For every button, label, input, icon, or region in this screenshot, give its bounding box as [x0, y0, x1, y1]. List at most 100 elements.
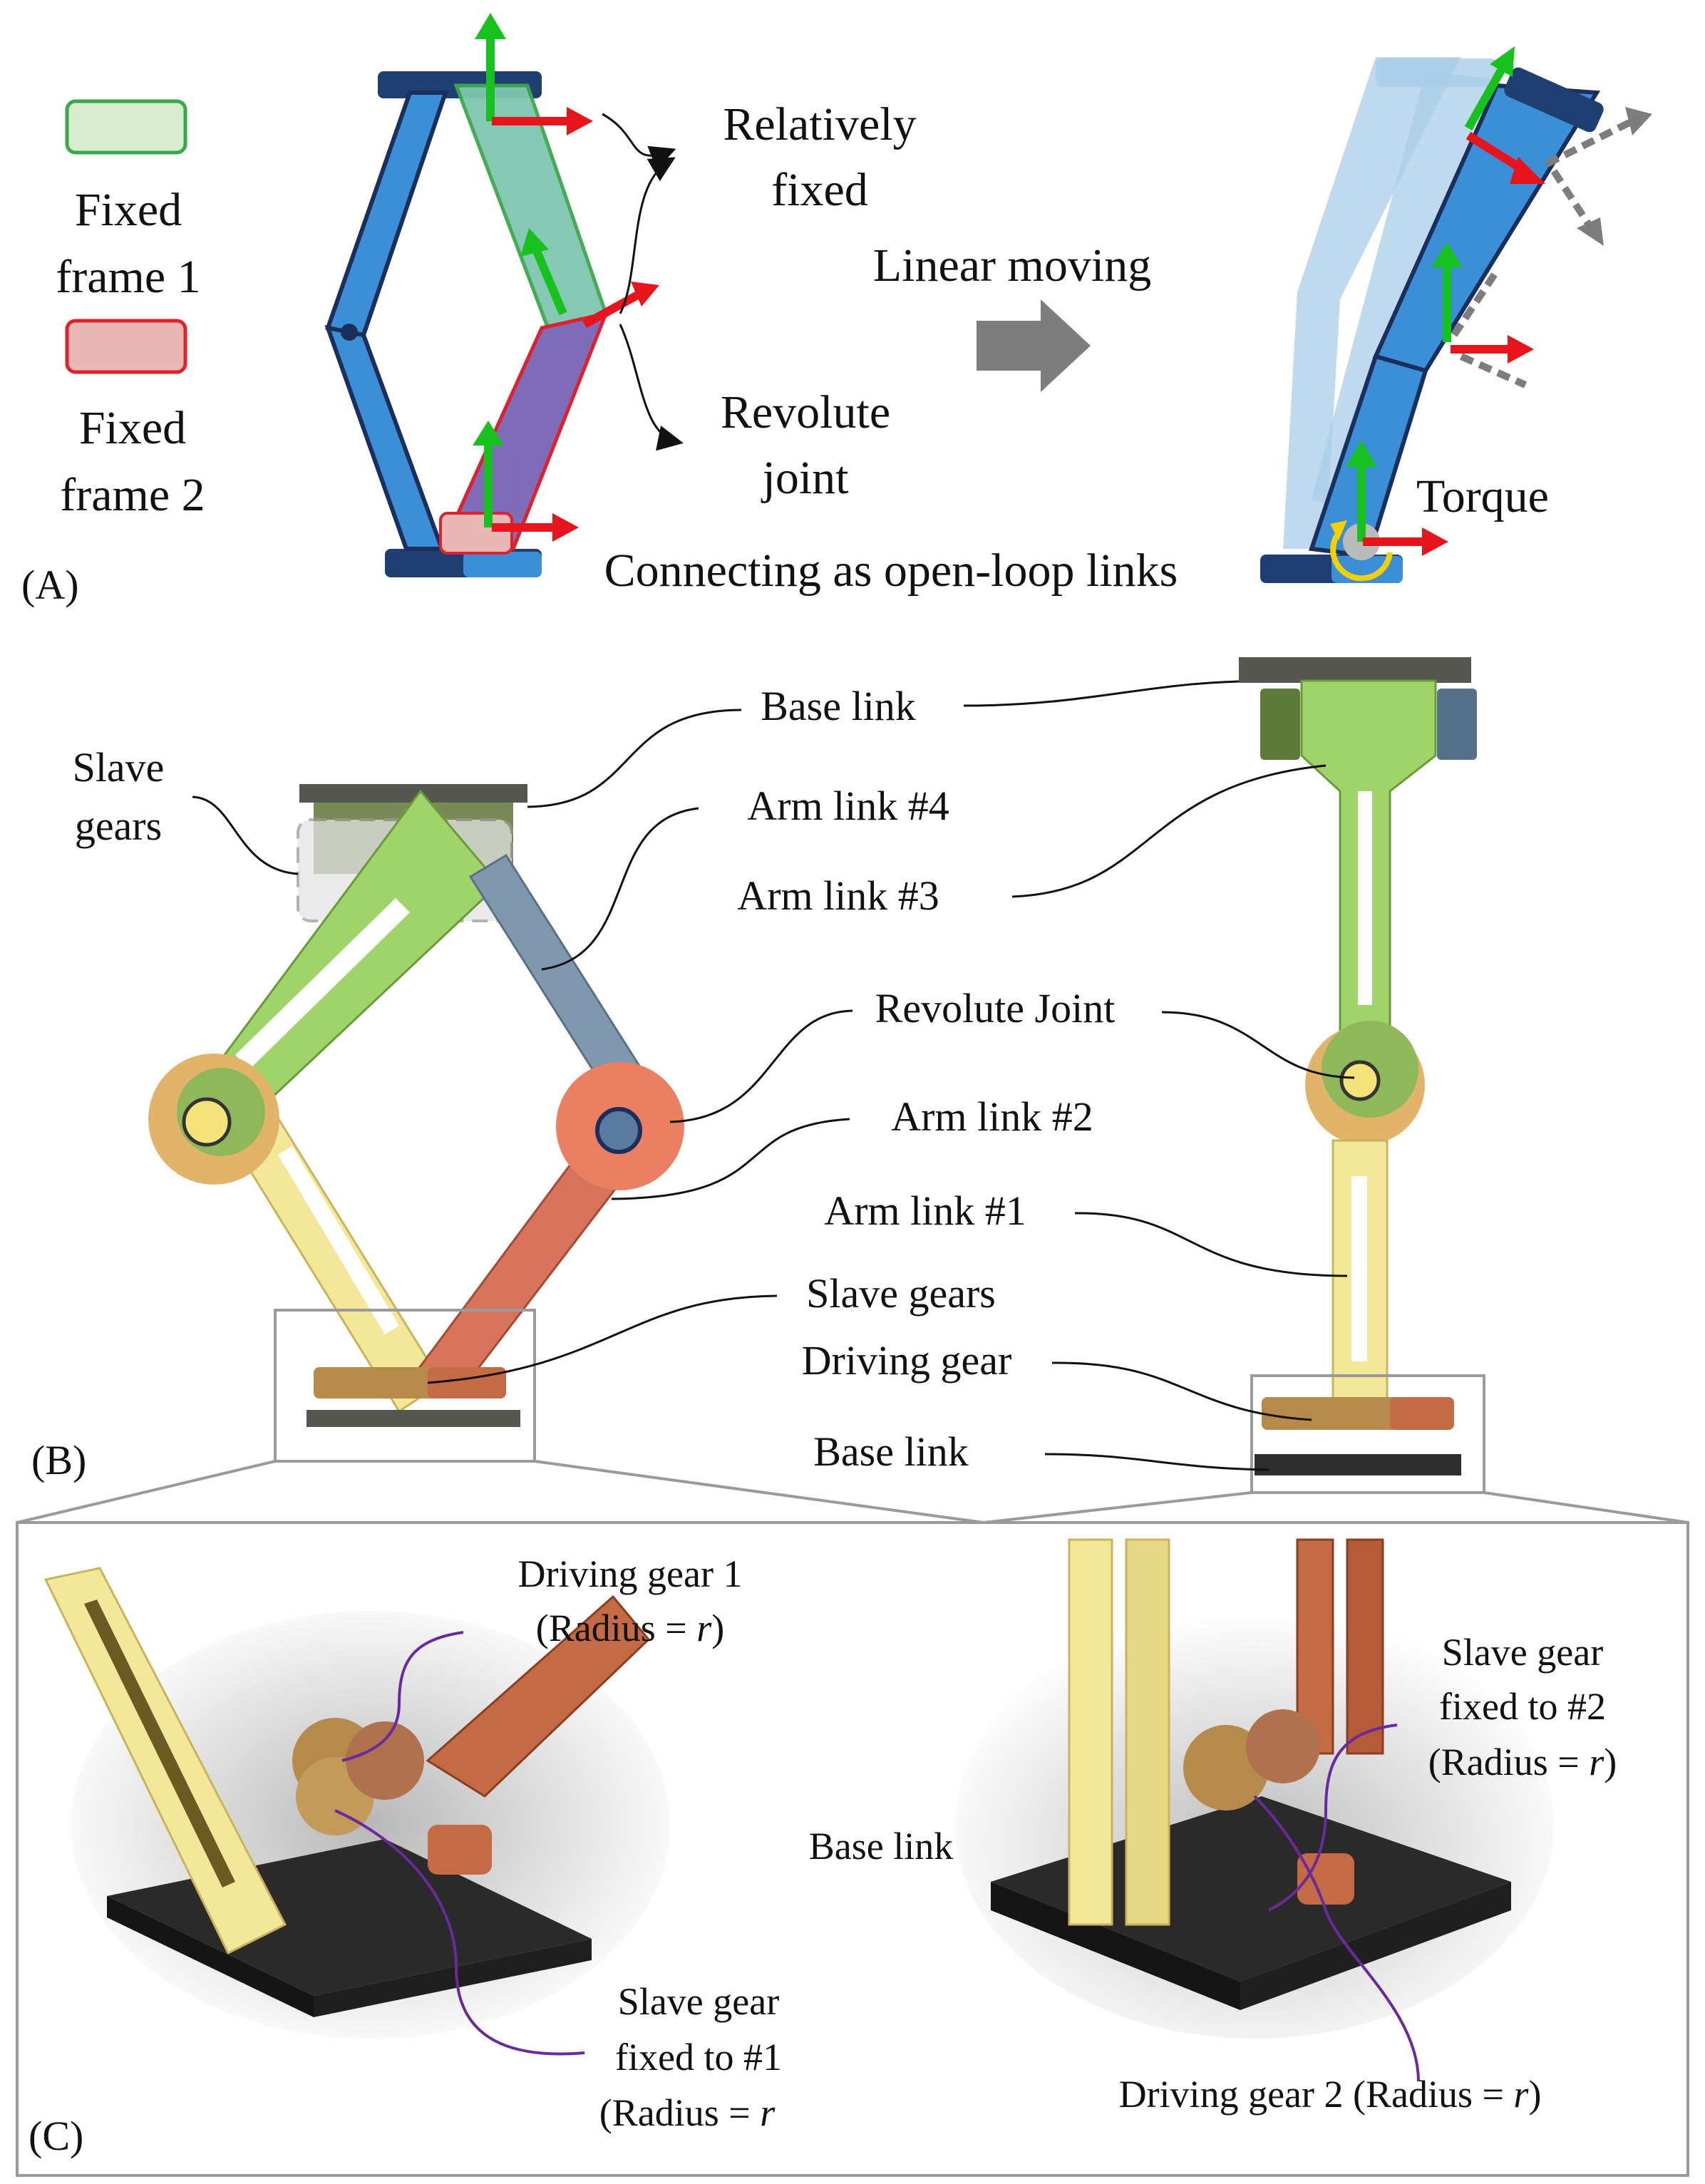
ext-arrowhead-gray-1	[1625, 107, 1652, 135]
leader-driving-gear-1	[341, 1631, 464, 1762]
scissor-mechanism-closed	[324, 13, 659, 577]
relatively-fixed-line1: Relatively	[723, 98, 916, 150]
panel-a: Fixed frame 1 Fixed frame 2 (A)	[21, 13, 1652, 608]
panel-c: Driving gear 1 (Radius = r) Slave gear f…	[16, 1521, 1689, 2177]
leader-base-link-bottom	[1044, 1453, 1269, 1471]
ext-arrowhead-green-mid	[1431, 242, 1463, 267]
frame-arrowhead-green-top	[475, 13, 506, 39]
label-driving-gear: Driving gear	[802, 1337, 1012, 1384]
leader-slave-gears-bottom	[427, 1294, 778, 1384]
left-joint	[341, 324, 358, 341]
legend-fixed-frame-1-line1: Fixed	[75, 184, 182, 236]
fixed-frame-2-link	[439, 311, 609, 551]
leader-base-link-top-left	[527, 709, 742, 808]
label-slave-gear-1-line2: fixed to #1	[615, 2036, 782, 2079]
left-joint-bearing	[182, 1097, 232, 1147]
zoom-box-right	[1250, 1374, 1485, 1494]
ext-arrowhead-green-top	[1490, 46, 1515, 77]
leader-driving-gear	[1051, 1361, 1312, 1421]
robot-diamond-config	[148, 784, 684, 1427]
label-arm-link-2: Arm link #2	[891, 1093, 1093, 1140]
frame-arrow-green-mid	[532, 247, 567, 316]
relatively-fixed-line2: fixed	[771, 164, 868, 216]
label-slave-gear-2-line3: (Radius = r)	[1428, 1741, 1617, 1783]
revolute-joint-line1: Revolute	[721, 386, 890, 438]
detail-right-red-link-b	[1346, 1538, 1384, 1755]
leader-relatively-fixed-top	[602, 113, 676, 170]
detail-left-red-link	[426, 1595, 651, 1798]
leader-arm-link-2	[611, 1118, 850, 1200]
leader-base-link-top-right	[963, 680, 1240, 707]
top-side-block-right	[1437, 689, 1477, 760]
bottom-base-plate-blue	[463, 552, 542, 577]
ext-arrowhead-red-bottom	[1422, 527, 1448, 556]
label-base-link-bottom: Base link	[813, 1428, 968, 1475]
revolute-joint-line2: joint	[761, 452, 848, 504]
detail-right-yellow-link-b	[1125, 1538, 1170, 1926]
detail-vertical-base	[955, 1538, 1554, 2039]
linear-moving-label: Linear moving	[873, 239, 1151, 292]
zoom-connector-2	[534, 1460, 984, 1524]
detail-left-yellow-slot	[84, 1600, 235, 1887]
label-slave-gear-1-line3: (Radius = r	[599, 2091, 776, 2134]
detail-right-base-plate	[991, 1796, 1511, 1982]
label-arm-link-4: Arm link #4	[747, 783, 949, 829]
leader-slave-gears-top	[192, 795, 299, 875]
detail-diamond-base	[43, 1567, 670, 2039]
ghost-link-right	[1312, 71, 1490, 513]
bottom-base-link-bar	[307, 1410, 520, 1427]
bottom-fixed-plate	[439, 512, 513, 555]
top-base-link-bar-vertical	[1239, 657, 1471, 683]
label-slave-gear-2-line1: Slave gear	[1442, 1631, 1603, 1674]
panel-b-tag: (B)	[31, 1437, 86, 1483]
legend-fixed-frame-2-line1: Fixed	[79, 402, 186, 454]
legend-fixed-frame-2-line2: frame 2	[60, 469, 205, 521]
extended-top-plate	[1504, 67, 1604, 133]
label-slave-gears-top-line1: Slave	[73, 744, 165, 790]
robot-vertical-config	[1239, 657, 1477, 1475]
ext-arrow-green-top	[1464, 66, 1507, 130]
leader-arm-link-1	[1074, 1212, 1348, 1277]
left-upper-link	[325, 91, 449, 338]
zoom-connector-4	[1483, 1491, 1689, 1524]
legend-fixed-frame-1-line2: frame 1	[56, 251, 200, 303]
frame-arrowhead-green-mid	[520, 228, 549, 257]
bottom-base-link-bar-vertical	[1255, 1454, 1461, 1475]
label-slave-gears-bottom: Slave gears	[806, 1270, 996, 1317]
panel-b: Slave gears Base link Arm link #4 Arm li…	[16, 657, 1689, 1524]
detail-slave-gear-right	[346, 1721, 424, 1800]
right-joint-bearing	[595, 1107, 642, 1154]
leader-revolute-joint-left	[669, 1009, 853, 1123]
label-revolute-joint: Revolute Joint	[875, 985, 1116, 1031]
ext-arrow-gray-2	[1550, 169, 1595, 230]
frame-arrowhead-red-bottom	[552, 513, 579, 542]
label-driving-gear-2: Driving gear 2 (Radius = r)	[1119, 2073, 1542, 2116]
detail-slave-gear-2	[1246, 1709, 1320, 1783]
detail-left-base-plate-side	[107, 1896, 314, 2017]
ext-arrow-gray-3	[1451, 269, 1500, 337]
label-driving-gear-1-line1: Driving gear 1	[518, 1552, 743, 1595]
legend-fixed-frame-2-swatch	[65, 319, 187, 374]
label-base-link-top: Base link	[761, 683, 915, 729]
zoom-box-left	[274, 1309, 536, 1463]
frame-arrowhead-red-top	[567, 107, 593, 135]
torque-label: Torque	[1416, 470, 1549, 522]
label-slave-gears-top-line2: gears	[75, 803, 162, 849]
linear-moving-arrow	[977, 299, 1091, 392]
ext-arrowhead-gray-2	[1577, 217, 1604, 246]
top-side-block-left	[1260, 689, 1300, 760]
arm-link-3-slot	[235, 898, 410, 1069]
arm-link-1-vertical-slot	[1351, 1176, 1367, 1361]
label-base-link-c: Base link	[809, 1825, 953, 1868]
torque-arrowhead	[1330, 520, 1347, 540]
ghost-top-plate	[1376, 58, 1497, 87]
arm-link-4-right	[468, 853, 644, 1093]
label-arm-link-3: Arm link #3	[737, 872, 939, 919]
frame-arrowhead-green-bottom	[473, 421, 504, 445]
detail-left-base-plate-front	[314, 1939, 592, 2017]
vertical-gear-row-copper	[1390, 1397, 1454, 1430]
ext-arrowhead-red-top	[1510, 157, 1545, 184]
panel-c-tag: (C)	[29, 2113, 83, 2159]
leader-slave-gear-2	[1268, 1724, 1398, 1912]
